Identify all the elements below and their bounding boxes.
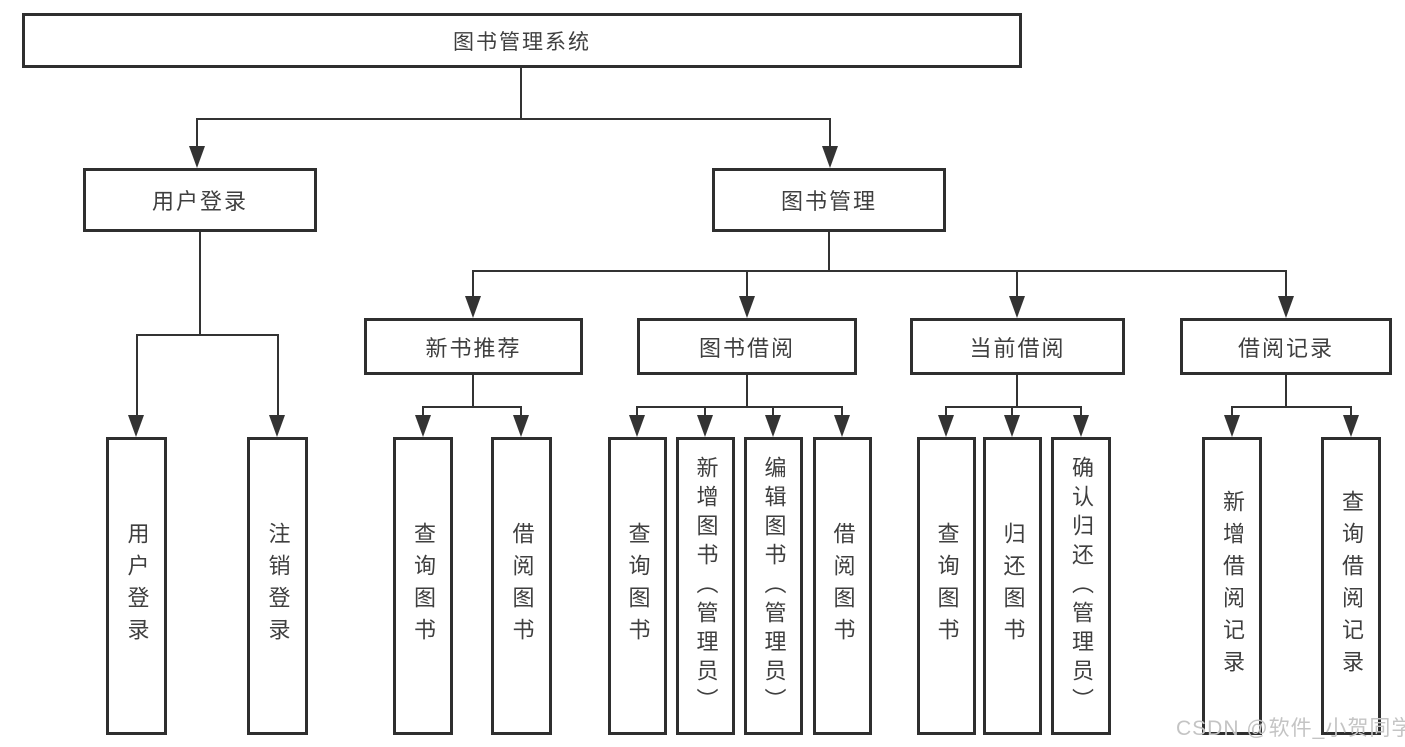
node-label: 借阅记录 [1237,335,1334,361]
arrow-down-icon [1224,415,1240,437]
connector-line [636,406,843,408]
connector-line [472,375,474,408]
node-label: 用户登录 [124,522,150,650]
arrow-down-icon [465,296,481,318]
node-book-borrow: 图书借阅 [637,318,857,375]
node-label: 图书管理系统 [453,30,591,54]
node-label: 借阅图书 [509,522,535,650]
connector-line [1285,375,1287,408]
connector-line [520,406,522,417]
node-label: 新增借阅记录 [1220,490,1245,682]
connector-line [277,334,279,417]
node-borrow-records: 借阅记录 [1180,318,1392,375]
connector-line [704,406,706,417]
node-new-book-recommend: 新书推荐 [364,318,583,375]
connector-line [1080,406,1082,417]
node-label: 用户登录 [151,189,248,214]
node-label: 新增图书（管理员） [693,455,719,717]
watermark: CSDN @软件_小贺同学 [1176,717,1405,740]
node-library-management-system: 图书管理系统 [22,13,1022,68]
connector-line [636,406,638,417]
leaf-add-borrow-record: 新增借阅记录 [1202,437,1262,735]
arrow-down-icon [765,415,781,437]
connector-line [772,406,774,417]
node-label: 查询图书 [411,522,436,650]
leaf-query-borrow-record: 查询借阅记录 [1321,437,1381,735]
connector-line [199,232,201,336]
connector-line [136,334,138,417]
connector-line [1016,270,1018,298]
node-label: 当前借阅 [969,335,1066,361]
connector-line [1231,406,1352,408]
node-label: 归还图书 [1000,522,1026,650]
connector-line [1231,406,1233,417]
connector-line [746,375,748,408]
node-label: 查询图书 [625,522,651,650]
node-label: 查询借阅记录 [1339,490,1364,682]
leaf-user-login: 用户登录 [106,437,167,735]
arrow-down-icon [938,415,954,437]
connector-line [520,68,522,120]
connector-line [196,118,831,120]
connector-line [1011,406,1013,417]
leaf-edit-book-admin: 编辑图书（管理员） [744,437,803,735]
leaf-borrow-book-recommend: 借阅图书 [491,437,552,735]
arrow-down-icon [415,415,431,437]
connector-line [1350,406,1352,417]
arrow-down-icon [1278,296,1294,318]
node-label: 编辑图书（管理员） [761,455,787,717]
arrow-down-icon [128,415,144,437]
node-label: 新书推荐 [425,335,522,361]
leaf-add-book-admin: 新增图书（管理员） [676,437,735,735]
arrow-down-icon [269,415,285,437]
node-label: 图书管理 [780,189,877,214]
node-label: 注销登录 [265,522,291,650]
node-book-management: 图书管理 [712,168,946,232]
arrow-down-icon [1343,415,1359,437]
connector-line [422,406,522,408]
leaf-query-book-current: 查询图书 [917,437,976,735]
arrow-down-icon [513,415,529,437]
connector-line [422,406,424,417]
node-user-login: 用户登录 [83,168,317,232]
connector-line [746,270,748,298]
connector-line [1016,375,1018,408]
leaf-confirm-return-admin: 确认归还（管理员） [1051,437,1111,735]
arrow-down-icon [1004,415,1020,437]
connector-line [472,270,474,298]
leaf-return-book: 归还图书 [983,437,1042,735]
connector-line [945,406,947,417]
leaf-logout-login: 注销登录 [247,437,308,735]
connector-line [828,232,830,272]
leaf-query-book-borrow: 查询图书 [608,437,667,735]
node-label: 借阅图书 [830,522,856,650]
node-label: 图书借阅 [698,335,795,361]
node-label: 查询图书 [934,522,960,650]
connector-line [945,406,1082,408]
connector-line [841,406,843,417]
arrow-down-icon [739,296,755,318]
node-label: 确认归还（管理员） [1069,455,1094,717]
leaf-query-book-recommend: 查询图书 [393,437,453,735]
arrow-down-icon [1073,415,1089,437]
node-current-borrow: 当前借阅 [910,318,1125,375]
connector-line [196,118,198,148]
arrow-down-icon [834,415,850,437]
connector-line [829,118,831,148]
arrow-down-icon [697,415,713,437]
arrow-down-icon [822,146,838,168]
connector-line [136,334,279,336]
arrow-down-icon [629,415,645,437]
leaf-borrow-book: 借阅图书 [813,437,872,735]
arrow-down-icon [189,146,205,168]
connector-line [472,270,1287,272]
arrow-down-icon [1009,296,1025,318]
connector-line [1285,270,1287,298]
